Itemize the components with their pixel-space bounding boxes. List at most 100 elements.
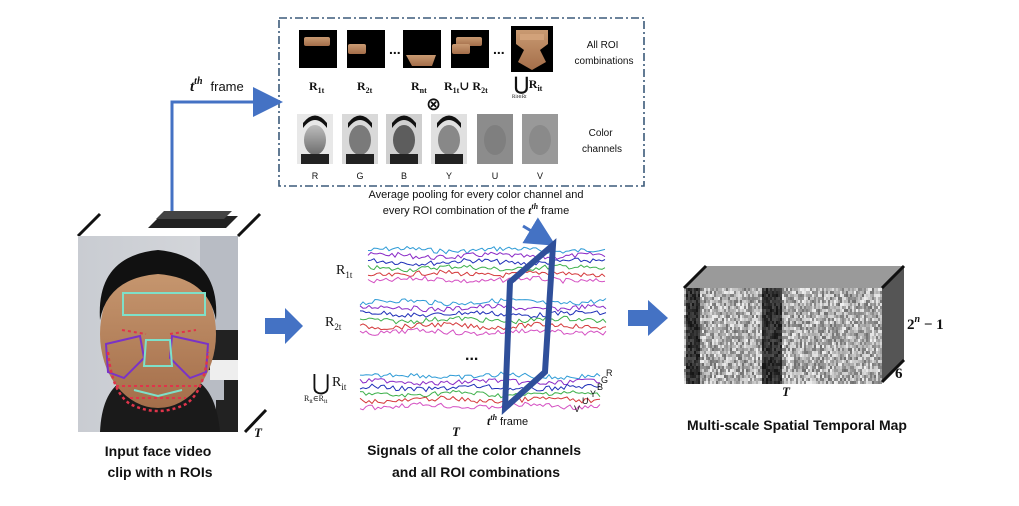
map-cell	[756, 360, 758, 363]
map-cell	[760, 381, 762, 384]
map-cell	[702, 351, 704, 354]
map-cell	[740, 297, 742, 300]
map-cell	[822, 369, 824, 372]
map-cell	[730, 372, 732, 375]
map-cell	[706, 303, 708, 306]
map-cell	[728, 330, 730, 333]
map-cell	[790, 324, 792, 327]
map-cell	[694, 297, 696, 300]
map-cell	[806, 348, 808, 351]
map-cell	[692, 351, 694, 354]
map-cell	[818, 288, 820, 291]
map-cell	[700, 378, 702, 381]
roi-label-1: R1t	[309, 79, 325, 95]
map-cell	[814, 300, 816, 303]
map-cell	[832, 369, 834, 372]
map-cell	[842, 354, 844, 357]
map-cell	[812, 378, 814, 381]
map-cell	[796, 333, 798, 336]
map-cell	[840, 312, 842, 315]
map-cell	[700, 327, 702, 330]
map-cell	[876, 324, 878, 327]
map-cell	[878, 294, 880, 297]
map-cell	[854, 318, 856, 321]
map-cell	[810, 381, 812, 384]
map-cell	[696, 315, 698, 318]
map-cell	[870, 303, 872, 306]
map-cell	[720, 300, 722, 303]
map-cell	[826, 327, 828, 330]
map-cell	[712, 291, 714, 294]
map-cell	[738, 336, 740, 339]
map-cell	[726, 357, 728, 360]
map-cell	[818, 381, 820, 384]
map-cell	[864, 357, 866, 360]
map-cell	[820, 360, 822, 363]
map-cell	[812, 309, 814, 312]
map-cell	[818, 327, 820, 330]
map-cell	[758, 360, 760, 363]
map-cell	[748, 288, 750, 291]
map-cell	[790, 297, 792, 300]
map-cell	[688, 351, 690, 354]
map-cell	[734, 309, 736, 312]
map-cell	[748, 381, 750, 384]
map-cell	[738, 357, 740, 360]
map-cell	[764, 288, 766, 291]
map-cell	[708, 321, 710, 324]
map-cell	[876, 303, 878, 306]
map-cell	[754, 297, 756, 300]
map-cell	[878, 366, 880, 369]
map-cell	[778, 294, 780, 297]
map-cell	[796, 360, 798, 363]
map-cell	[854, 306, 856, 309]
map-cell	[838, 297, 840, 300]
map-cell	[752, 306, 754, 309]
map-cell	[748, 378, 750, 381]
map-cell	[716, 357, 718, 360]
map-cell	[734, 321, 736, 324]
map-cell	[702, 375, 704, 378]
map-cell	[786, 360, 788, 363]
map-cell	[752, 342, 754, 345]
map-cell	[812, 324, 814, 327]
map-cell	[698, 375, 700, 378]
map-cell	[822, 291, 824, 294]
map-cell	[832, 348, 834, 351]
map-cell	[714, 324, 716, 327]
map-cell	[762, 357, 764, 360]
map-cell	[874, 351, 876, 354]
map-cell	[834, 333, 836, 336]
map-cell	[794, 306, 796, 309]
map-cell	[842, 312, 844, 315]
map-cell	[748, 300, 750, 303]
map-cell	[844, 351, 846, 354]
map-cell	[710, 312, 712, 315]
map-cell	[732, 330, 734, 333]
map-cell	[866, 342, 868, 345]
map-cell	[692, 375, 694, 378]
map-cell	[868, 297, 870, 300]
map-cell	[740, 381, 742, 384]
map-cell	[706, 357, 708, 360]
map-cell	[740, 300, 742, 303]
map-cell	[862, 315, 864, 318]
pooling-arrow	[522, 217, 556, 246]
map-cell	[850, 300, 852, 303]
map-cell	[842, 321, 844, 324]
map-cell	[876, 321, 878, 324]
map-cell	[722, 339, 724, 342]
map-cell	[700, 375, 702, 378]
map-cell	[870, 300, 872, 303]
map-cell	[798, 303, 800, 306]
map-cell	[820, 330, 822, 333]
map-cell	[742, 324, 744, 327]
map-cell	[798, 345, 800, 348]
map-cell	[790, 327, 792, 330]
map-cell	[708, 381, 710, 384]
map-cell	[862, 342, 864, 345]
signal-trace	[367, 275, 606, 284]
map-cell	[844, 345, 846, 348]
map-cell	[860, 318, 862, 321]
signal-trace	[367, 245, 606, 255]
